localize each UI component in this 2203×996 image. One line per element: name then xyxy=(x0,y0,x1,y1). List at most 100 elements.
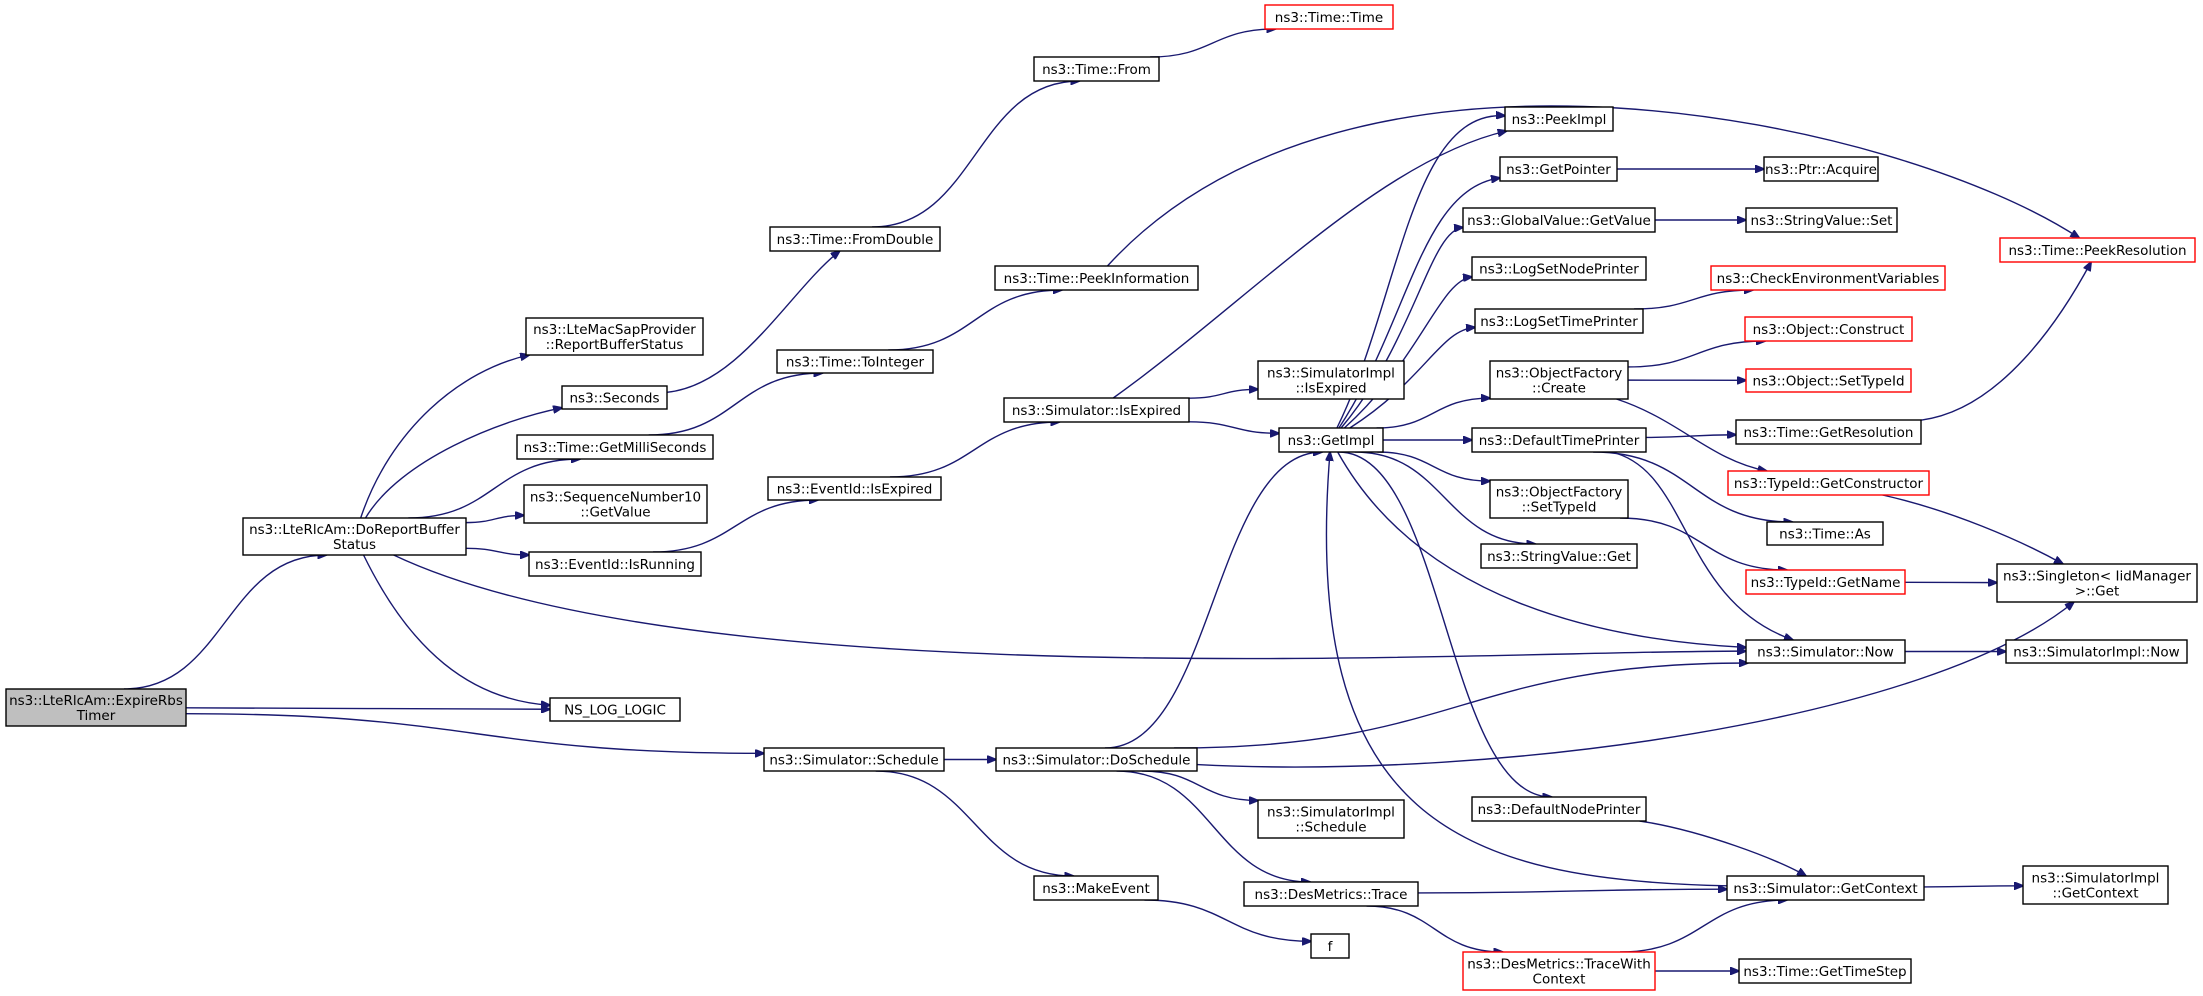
node-box[interactable] xyxy=(1471,796,1647,822)
node-box[interactable] xyxy=(1745,368,1912,393)
node-simNow[interactable]: ns3::Simulator::Now xyxy=(1745,639,1906,664)
node-checkEnv[interactable]: ns3::CheckEnvironmentVariables xyxy=(1710,265,1946,291)
node-getConstructor[interactable]: ns3::TypeId::GetConstructor xyxy=(1727,470,1930,496)
node-box[interactable] xyxy=(1310,933,1350,959)
node-getImpl[interactable]: ns3::GetImpl xyxy=(1278,427,1384,453)
node-box[interactable] xyxy=(1257,799,1405,839)
node-logSetTime[interactable]: ns3::LogSetTimePrinter xyxy=(1474,308,1644,334)
node-schedule[interactable]: ns3::Simulator::Schedule xyxy=(763,747,945,772)
node-peekImpl[interactable]: ns3::PeekImpl xyxy=(1504,106,1614,132)
node-simIsExpired[interactable]: ns3::Simulator::IsExpired xyxy=(1003,397,1190,423)
node-eventIsExpired[interactable]: ns3::EventId::IsExpired xyxy=(767,476,942,501)
node-box[interactable] xyxy=(1763,156,1879,182)
node-timeAs[interactable]: ns3::Time::As xyxy=(1766,521,1884,546)
node-toInteger[interactable]: ns3::Time::ToInteger xyxy=(776,349,934,374)
node-box[interactable] xyxy=(995,747,1198,772)
node-box[interactable] xyxy=(525,317,704,356)
node-getPointer[interactable]: ns3::GetPointer xyxy=(1499,156,1618,182)
node-box[interactable] xyxy=(763,747,945,772)
node-box[interactable] xyxy=(1727,470,1930,496)
node-box[interactable] xyxy=(1735,419,1922,445)
node-getContext[interactable]: ns3::Simulator::GetContext xyxy=(1726,875,1925,901)
node-stringValueGet[interactable]: ns3::StringValue::Get xyxy=(1480,543,1638,569)
node-objSetTypeId[interactable]: ns3::Object::SetTypeId xyxy=(1745,368,1912,393)
node-box[interactable] xyxy=(561,385,668,410)
node-box[interactable] xyxy=(2022,865,2169,905)
node-box[interactable] xyxy=(1504,106,1614,132)
node-implSchedule[interactable]: ns3::SimulatorImpl::Schedule xyxy=(1257,799,1405,839)
node-fromDouble[interactable]: ns3::Time::FromDouble xyxy=(769,226,941,252)
node-box[interactable] xyxy=(1999,237,2196,263)
node-box[interactable] xyxy=(1738,958,1912,984)
node-box[interactable] xyxy=(5,688,187,727)
node-implNow[interactable]: ns3::SimulatorImpl::Now xyxy=(2005,639,2188,664)
node-typeIdGetName[interactable]: ns3::TypeId::GetName xyxy=(1745,569,1906,595)
node-box[interactable] xyxy=(1489,479,1629,519)
node-implIsExpired[interactable]: ns3::SimulatorImpl::IsExpired xyxy=(1257,360,1405,400)
node-box[interactable] xyxy=(767,476,942,501)
node-timeFrom[interactable]: ns3::Time::From xyxy=(1033,56,1160,82)
node-box[interactable] xyxy=(776,349,934,374)
node-box[interactable] xyxy=(549,697,681,722)
node-seqNum[interactable]: ns3::SequenceNumber10::GetValue xyxy=(523,484,708,524)
node-box[interactable] xyxy=(994,265,1199,291)
node-lteMacSap[interactable]: ns3::LteMacSapProvider::ReportBufferStat… xyxy=(525,317,704,356)
node-getTimeStep[interactable]: ns3::Time::GetTimeStep xyxy=(1738,958,1912,984)
node-box[interactable] xyxy=(1996,563,2198,603)
node-box[interactable] xyxy=(1003,397,1190,423)
node-box[interactable] xyxy=(1471,256,1647,281)
node-f[interactable]: f xyxy=(1310,933,1350,959)
node-box[interactable] xyxy=(1745,207,1898,233)
node-box[interactable] xyxy=(1257,360,1405,400)
node-box[interactable] xyxy=(1033,875,1159,901)
node-box[interactable] xyxy=(1745,569,1906,595)
node-box[interactable] xyxy=(1766,521,1884,546)
node-box[interactable] xyxy=(1264,4,1394,30)
node-implGetContext[interactable]: ns3::SimulatorImpl::GetContext xyxy=(2022,865,2169,905)
node-peekInfo[interactable]: ns3::Time::PeekInformation xyxy=(994,265,1199,291)
node-box[interactable] xyxy=(1462,207,1656,233)
node-isRunning[interactable]: ns3::EventId::IsRunning xyxy=(528,551,702,577)
node-box[interactable] xyxy=(1745,639,1906,664)
node-box[interactable] xyxy=(516,434,714,460)
node-box[interactable] xyxy=(1033,56,1160,82)
node-defTimePrinter[interactable]: ns3::DefaultTimePrinter xyxy=(1471,427,1647,453)
node-getMilli[interactable]: ns3::Time::GetMilliSeconds xyxy=(516,434,714,460)
node-box[interactable] xyxy=(1243,881,1419,907)
node-box[interactable] xyxy=(1474,308,1644,334)
node-timeTime[interactable]: ns3::Time::Time xyxy=(1264,4,1394,30)
node-box[interactable] xyxy=(2005,639,2188,664)
node-makeEvent[interactable]: ns3::MakeEvent xyxy=(1033,875,1159,901)
node-stringValueSet[interactable]: ns3::StringValue::Set xyxy=(1745,207,1898,233)
node-box[interactable] xyxy=(1499,156,1618,182)
node-box[interactable] xyxy=(1710,265,1946,291)
node-box[interactable] xyxy=(769,226,941,252)
node-box[interactable] xyxy=(1726,875,1925,901)
node-objFactCreate[interactable]: ns3::ObjectFactory::Create xyxy=(1489,360,1629,400)
node-box[interactable] xyxy=(242,517,467,556)
node-globalGetValue[interactable]: ns3::GlobalValue::GetValue xyxy=(1462,207,1656,233)
node-box[interactable] xyxy=(1744,316,1913,342)
node-box[interactable] xyxy=(1471,427,1647,453)
node-singletonGet[interactable]: ns3::Singleton< IidManager >::Get xyxy=(1996,563,2198,603)
node-box[interactable] xyxy=(528,551,702,577)
node-ptrAcquire[interactable]: ns3::Ptr::Acquire xyxy=(1763,156,1879,182)
node-doSchedule[interactable]: ns3::Simulator::DoSchedule xyxy=(995,747,1198,772)
node-logSetNode[interactable]: ns3::LogSetNodePrinter xyxy=(1471,256,1647,281)
node-getResolution[interactable]: ns3::Time::GetResolution xyxy=(1735,419,1922,445)
node-box[interactable] xyxy=(1462,951,1656,991)
node-objConstruct[interactable]: ns3::Object::Construct xyxy=(1744,316,1913,342)
node-peekResolution[interactable]: ns3::Time::PeekResolution xyxy=(1999,237,2196,263)
node-defNodePrinter[interactable]: ns3::DefaultNodePrinter xyxy=(1471,796,1647,822)
node-box[interactable] xyxy=(1480,543,1638,569)
node-box[interactable] xyxy=(1278,427,1384,453)
node-desTrace[interactable]: ns3::DesMetrics::Trace xyxy=(1243,881,1419,907)
node-box[interactable] xyxy=(523,484,708,524)
node-seconds[interactable]: ns3::Seconds xyxy=(561,385,668,410)
node-box[interactable] xyxy=(1489,360,1629,400)
node-nsLog[interactable]: NS_LOG_LOGIC xyxy=(549,697,681,722)
node-objFactSetTypeId[interactable]: ns3::ObjectFactory::SetTypeId xyxy=(1489,479,1629,519)
